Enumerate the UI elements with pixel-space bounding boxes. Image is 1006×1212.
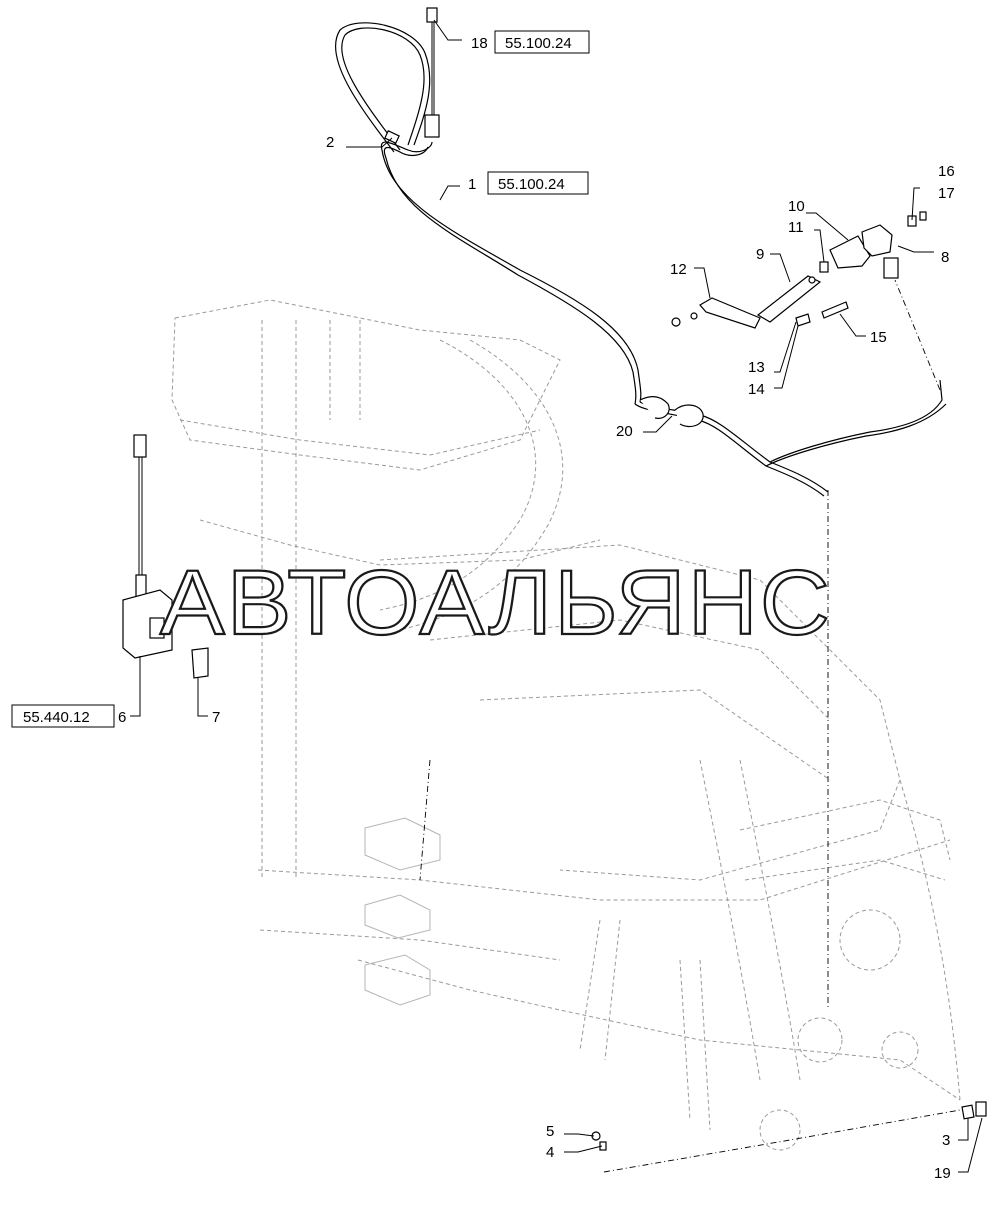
- callout-7: 7: [212, 709, 220, 726]
- leader-lines: [130, 19, 983, 1173]
- callout-5: 5: [546, 1123, 554, 1140]
- ground-parts: [591, 1101, 987, 1151]
- callout-13: 13: [748, 359, 765, 376]
- background-machine-outline: [171, 299, 961, 1173]
- switch-assembly: [671, 211, 927, 329]
- callout-18: 18: [471, 35, 488, 52]
- callout-19: 19: [934, 1165, 951, 1182]
- callout-9: 9: [756, 246, 764, 263]
- switch-box-6: [122, 434, 209, 679]
- cable-harness-20: [634, 279, 947, 497]
- reference-text-1: 55.100.24: [498, 176, 565, 193]
- callout-11: 11: [788, 219, 804, 236]
- callout-labels: 18 2 1 16 17 10 11 9 8 12 15 13 14 20 6 …: [118, 35, 955, 1182]
- callout-6: 6: [118, 709, 126, 726]
- callout-2: 2: [326, 134, 334, 151]
- cable-harness-1: [334, 7, 642, 405]
- reference-box-18[interactable]: 55.100.24: [494, 30, 590, 54]
- watermark-text: АВТОАЛЬЯНС: [160, 552, 832, 654]
- reference-box-6[interactable]: 55.440.12: [11, 704, 115, 728]
- callout-1: 1: [468, 176, 476, 193]
- reference-box-1[interactable]: 55.100.24: [487, 171, 589, 195]
- callout-4: 4: [546, 1144, 554, 1161]
- reference-text-6: 55.440.12: [23, 709, 90, 726]
- callout-8: 8: [941, 249, 949, 266]
- callout-14: 14: [748, 381, 765, 398]
- callout-15: 15: [870, 329, 887, 346]
- callout-12: 12: [670, 261, 687, 278]
- callout-16: 16: [938, 163, 955, 180]
- callout-17: 17: [938, 185, 955, 202]
- reference-text-18: 55.100.24: [505, 35, 572, 52]
- callout-20: 20: [616, 423, 633, 440]
- callout-10: 10: [788, 198, 805, 215]
- callout-3: 3: [942, 1132, 950, 1149]
